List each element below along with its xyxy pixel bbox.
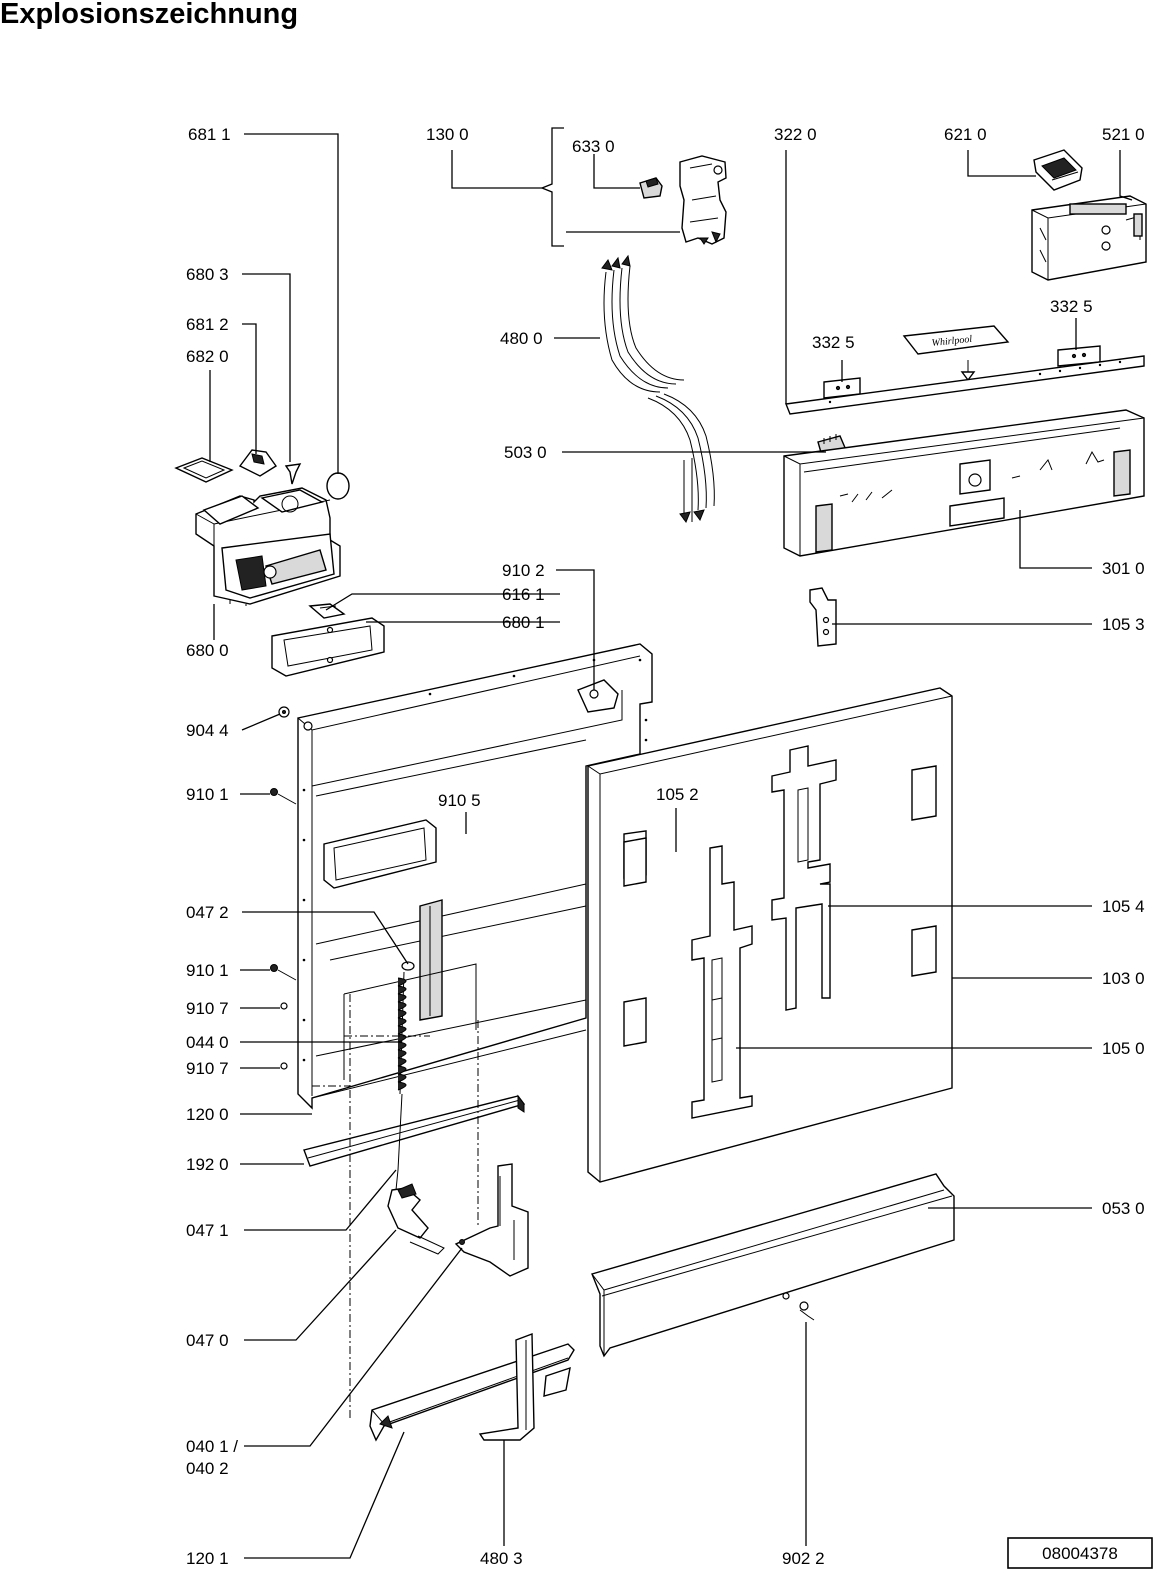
part-681-1-cap <box>326 472 350 500</box>
svg-text:Whirlpool: Whirlpool <box>931 334 973 349</box>
label-521-0: 521 0 <box>1102 125 1145 144</box>
label-503-0: 503 0 <box>504 443 547 462</box>
label-192-0: 192 0 <box>186 1155 229 1174</box>
label-680-3: 680 3 <box>186 265 229 284</box>
label-682-0: 682 0 <box>186 347 229 366</box>
label-130-0: 130 0 <box>426 125 469 144</box>
label-047-1: 047 1 <box>186 1221 229 1240</box>
part-301-control-panel <box>783 409 1145 557</box>
part-130-bracket <box>679 155 727 245</box>
part-103-outer-panel <box>587 687 953 1183</box>
part-192-strip <box>303 1094 526 1167</box>
part-480-harness <box>601 254 715 524</box>
label-103-0: 103 0 <box>1102 969 1145 988</box>
label-621-0: 621 0 <box>944 125 987 144</box>
part-120-inner-door <box>297 643 653 1110</box>
label-120-0: 120 0 <box>186 1105 229 1124</box>
part-621-connector <box>1033 149 1083 191</box>
label-633-0: 633 0 <box>572 137 615 156</box>
part-labels: 681 1 130 0 633 0 322 0 621 0 521 0 680 … <box>186 125 1145 1568</box>
label-053-0: 053 0 <box>1102 1199 1145 1218</box>
label-910-7-a: 910 7 <box>186 999 229 1018</box>
label-902-2: 902 2 <box>782 1549 825 1568</box>
label-301-0: 301 0 <box>1102 559 1145 578</box>
label-332-5-right: 332 5 <box>1050 297 1093 316</box>
part-680-1-frame <box>271 617 385 677</box>
part-040-bracket <box>454 1163 529 1277</box>
label-040-2: 040 2 <box>186 1459 229 1478</box>
drawing-number: 08004378 <box>1042 1544 1118 1563</box>
drawing-number-box: 08004378 <box>1007 1537 1153 1569</box>
part-105-3-bracket <box>809 587 837 647</box>
label-681-2: 681 2 <box>186 315 229 334</box>
label-044-0: 044 0 <box>186 1033 229 1052</box>
part-904-washer <box>278 706 290 718</box>
page-title: Explosionszeichnung <box>0 0 299 30</box>
label-105-2: 105 2 <box>656 785 699 804</box>
part-910-2-bracket <box>577 679 619 713</box>
label-480-0: 480 0 <box>500 329 543 348</box>
label-322-0: 322 0 <box>774 125 817 144</box>
axis-line-mid <box>312 1035 430 1087</box>
part-682-gasket <box>174 457 234 483</box>
label-105-3: 105 3 <box>1102 615 1145 634</box>
part-047-arm <box>387 1183 445 1255</box>
label-910-5: 910 5 <box>438 791 481 810</box>
label-047-2: 047 2 <box>186 903 229 922</box>
label-910-2: 910 2 <box>502 561 545 580</box>
label-105-0: 105 0 <box>1102 1039 1145 1058</box>
part-logo-plate: Whirlpool <box>902 325 1010 382</box>
label-047-0: 047 0 <box>186 1331 229 1350</box>
label-040-1: 040 1 / <box>186 1437 238 1456</box>
label-910-1-a: 910 1 <box>186 785 229 804</box>
part-521-module <box>1031 195 1147 281</box>
part-480-3-hook <box>478 1332 535 1441</box>
label-680-1: 680 1 <box>502 613 545 632</box>
part-053-channel <box>591 1173 955 1358</box>
part-681-2-lid <box>238 449 278 477</box>
label-480-3: 480 3 <box>480 1549 523 1568</box>
part-322-strip <box>785 355 1145 415</box>
part-120-1-strip <box>369 1343 575 1442</box>
label-910-7-b: 910 7 <box>186 1059 229 1078</box>
part-902-screw <box>799 1301 815 1321</box>
part-633-switch <box>639 177 663 199</box>
label-120-1: 120 1 <box>186 1549 229 1568</box>
label-616-1: 616 1 <box>502 585 545 604</box>
part-680-3-screw <box>284 463 302 485</box>
label-904-4: 904 4 <box>186 721 229 740</box>
label-680-0: 680 0 <box>186 641 229 660</box>
part-680-dispenser <box>195 487 341 606</box>
part-616-clip <box>308 603 346 619</box>
label-332-5-left: 332 5 <box>812 333 855 352</box>
leader-lines <box>209 127 1133 1559</box>
label-681-1: 681 1 <box>188 125 231 144</box>
label-910-1-b: 910 1 <box>186 961 229 980</box>
label-105-4: 105 4 <box>1102 897 1145 916</box>
part-044-spring <box>395 961 415 1191</box>
